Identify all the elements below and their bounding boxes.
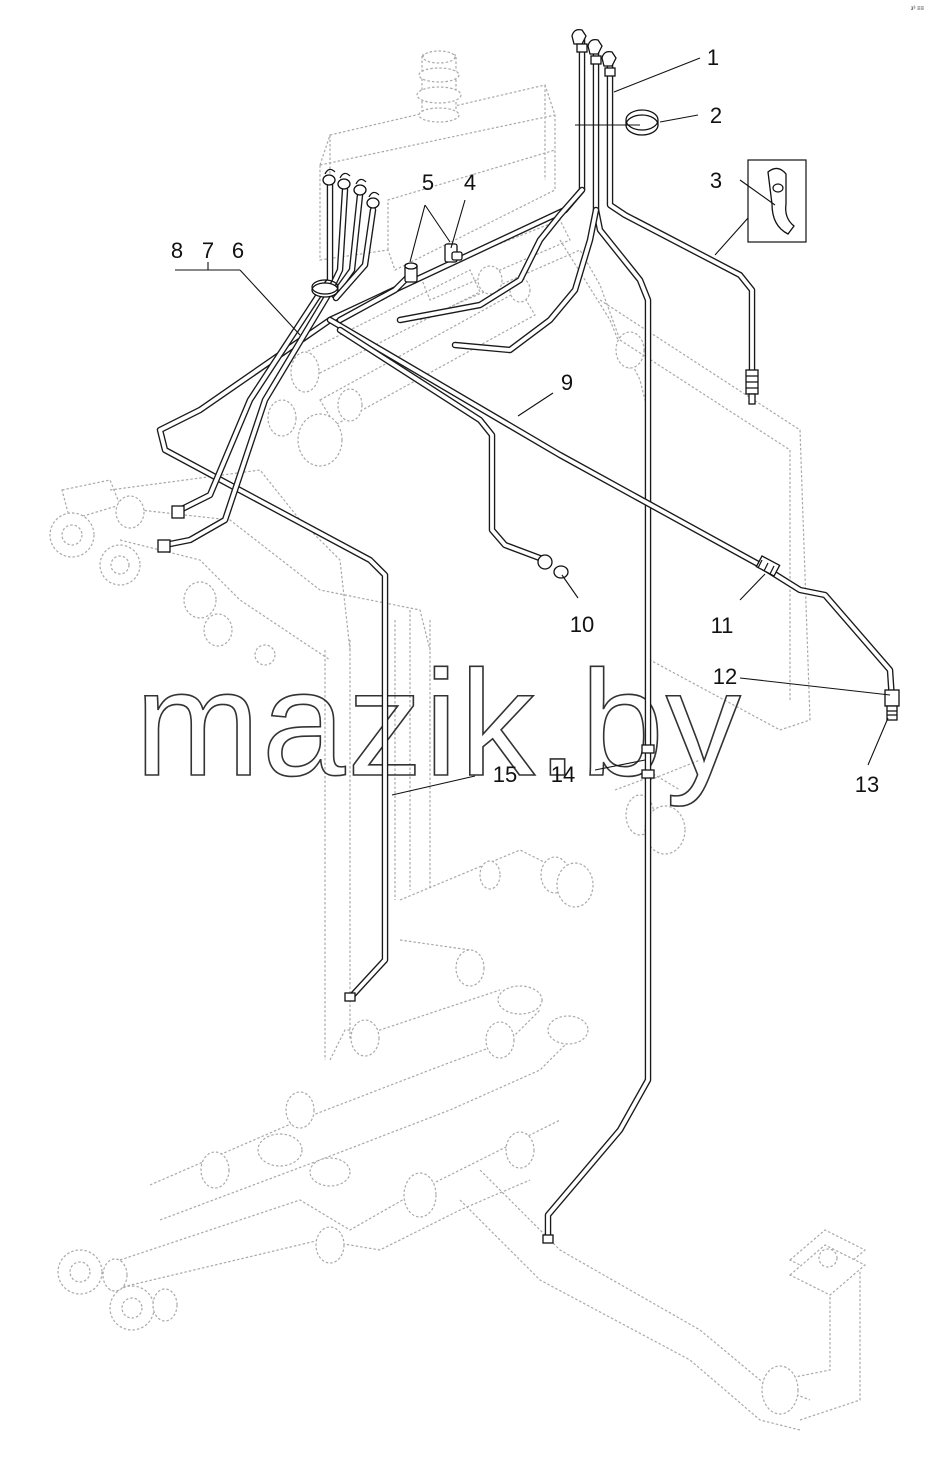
right-flanges [614,774,686,855]
clamp-detail-3 [747,159,807,243]
fitting-10 [537,554,569,579]
clamp-ring-2 [625,109,659,136]
callout-4: 4 [464,170,476,195]
callout-12: 12 [713,664,737,689]
background-parts [49,50,867,1431]
leader-lines [175,57,891,796]
tube-9 [326,316,896,704]
tank-box [319,50,556,271]
tube-bottom-end [542,1234,554,1244]
callout-13: 13 [855,772,879,797]
callout-14: 14 [551,762,575,787]
tank-elbows [322,168,380,209]
upper-manifold [267,219,811,781]
callout-6: 6 [232,238,244,263]
tube-to-fitting-3 [606,61,756,389]
callout-11: 11 [711,613,734,638]
callout-2: 2 [710,103,722,128]
tube-7-end [157,539,171,553]
tube-to-fitting-10 [336,326,549,564]
tube-to-manifold [396,186,600,354]
hose-end-fitting [745,369,759,405]
tubing [156,28,900,1244]
bundle-clamp [311,279,339,298]
fitting-11 [755,555,781,577]
callout-3: 3 [710,168,722,193]
tube-15-end [344,992,356,1002]
callout-8: 8 [171,238,183,263]
callouts: 1 2 3 4 5 6 7 8 9 10 11 12 13 14 15 [171,45,879,797]
callout-9: 9 [561,370,573,395]
callout-10: 10 [570,612,594,637]
left-manifold [49,469,431,666]
callout-1: 1 [707,45,719,70]
lower-manifold [57,985,867,1431]
tube-6-end [171,505,185,519]
callout-7: 7 [202,238,214,263]
top-hose-fittings [571,28,617,77]
tank-fittings-4-5 [404,243,463,283]
watermark-text: mazik.by [135,639,743,807]
column-pipes [324,610,594,1061]
fitting-12-13 [884,689,900,721]
callout-15: 15 [493,762,517,787]
corner-mark: з³ ≡≡ [911,6,925,12]
fitting-14 [641,744,655,779]
callout-5: 5 [422,170,434,195]
